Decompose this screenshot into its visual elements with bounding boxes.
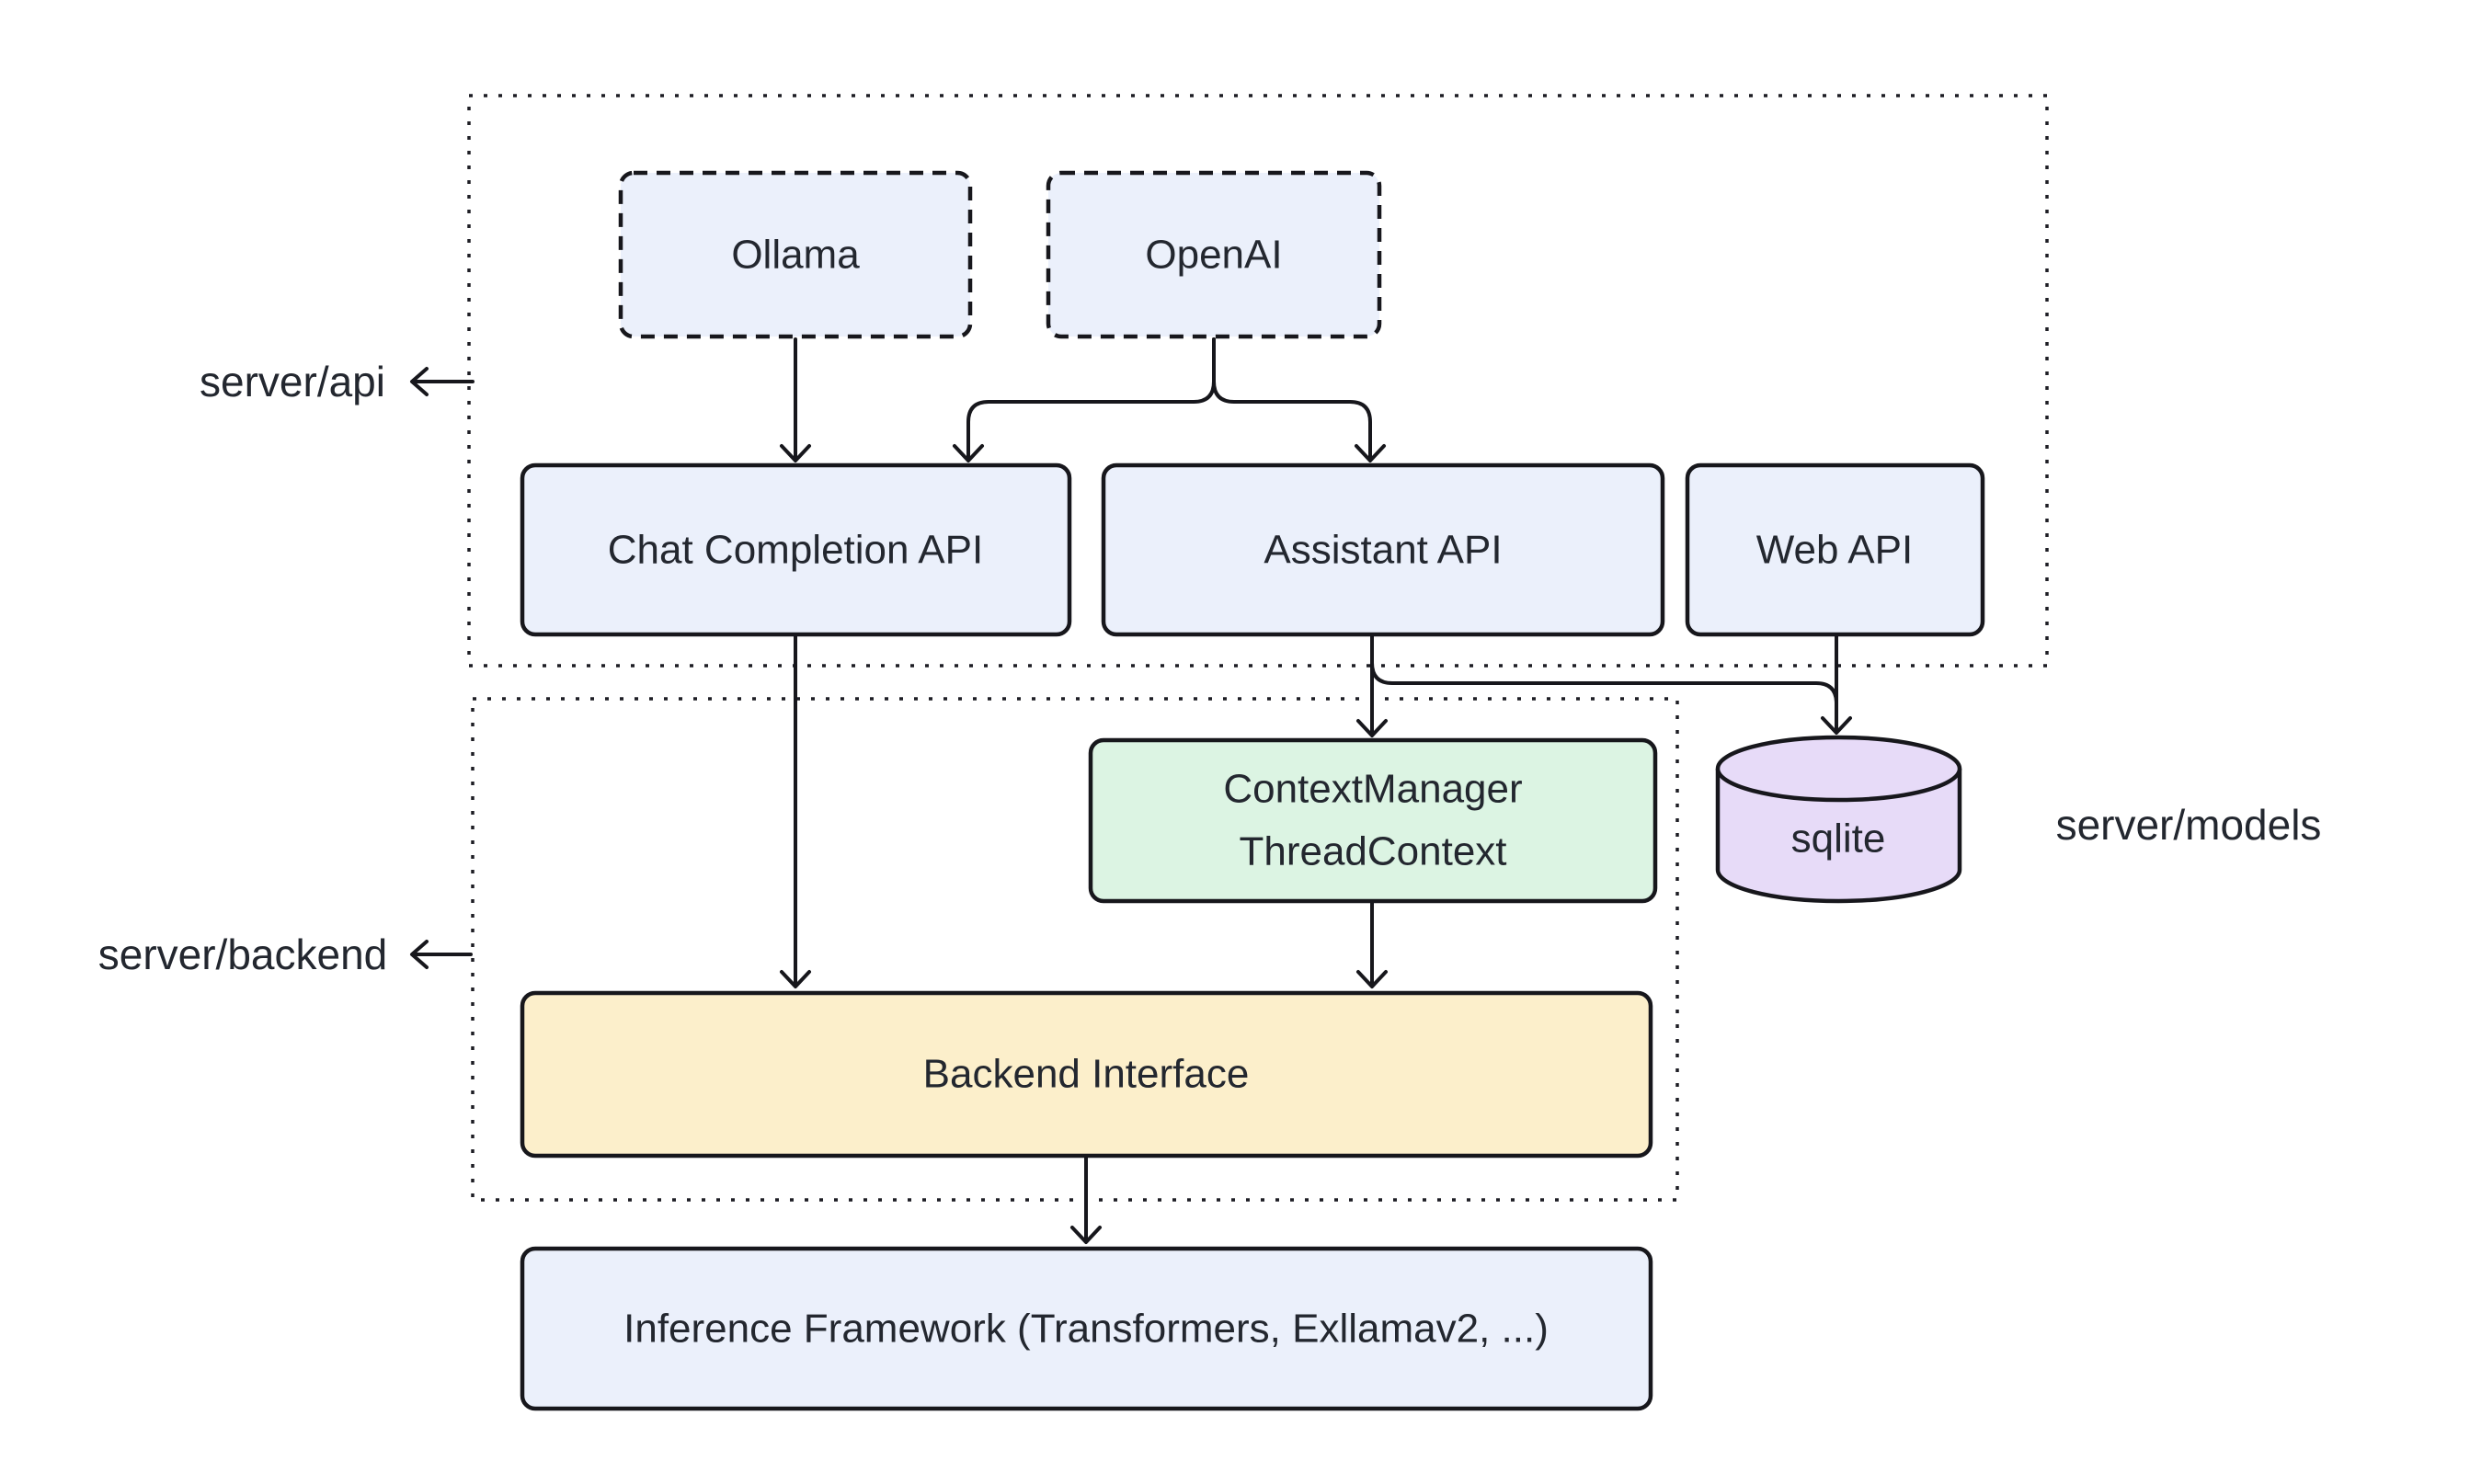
label-server-models: server/models [2056,801,2322,849]
openai-box [1046,170,1382,339]
label-server-api: server/api [200,358,385,405]
chat-completion-api-label: Chat Completion API [608,528,983,573]
context-manager-box [1088,737,1658,904]
node-openai: OpenAI [1046,170,1382,339]
assistant-api-box [1101,462,1665,637]
ollama-label: Ollama [731,233,860,278]
web-api-label: Web API [1756,528,1913,573]
edge-ollama-to-chat-completion [780,337,811,462]
database-cylinder-top-icon [1715,735,1962,803]
inference-framework-box [520,1246,1653,1411]
node-inference-framework: Inference Framework (Transformers, Exlla… [520,1246,1653,1411]
edge-openai-to-chat-completion [953,337,1216,462]
web-api-box [1685,462,1985,637]
node-web-api: Web API [1685,462,1985,637]
node-chat-completion-api: Chat Completion API [520,462,1072,637]
node-context-manager: ContextManager ThreadContext [1088,737,1658,904]
edge-web-api-to-sqlite [1821,634,1852,735]
database-cylinder-icon [1715,769,1962,904]
inference-framework-label: Inference Framework (Transformers, Exlla… [623,1307,1549,1352]
edge-openai-to-assistant [1212,337,1386,462]
openai-label: OpenAI [1145,233,1282,278]
left-arrow-icon [410,940,473,969]
backend-interface-box [520,990,1653,1159]
node-assistant-api: Assistant API [1101,462,1665,637]
edge-assistant-to-sqlite [1370,634,1838,730]
chat-completion-api-box [520,462,1072,637]
backend-interface-label: Backend Interface [923,1052,1250,1097]
assistant-api-label: Assistant API [1264,528,1502,573]
node-sqlite: sqlite [1715,735,1962,904]
edge-backend-interface-to-inference-framework [1070,1156,1102,1244]
label-server-backend: server/backend [98,930,388,978]
ollama-box [618,170,973,339]
context-manager-label-line1: ContextManager [1223,767,1522,812]
node-ollama: Ollama [618,170,973,339]
edge-context-manager-to-backend-interface [1356,901,1388,988]
context-manager-label-line2: ThreadContext [1239,829,1506,874]
node-backend-interface: Backend Interface [520,990,1653,1159]
left-arrow-icon [410,367,475,396]
edge-chat-completion-to-backend-interface [780,634,811,988]
sqlite-label: sqlite [1791,816,1886,862]
